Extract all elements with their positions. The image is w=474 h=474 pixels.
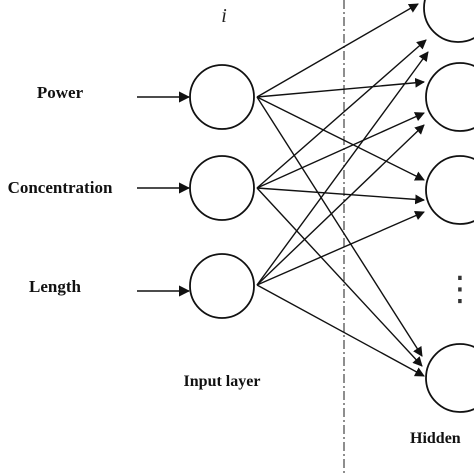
input-label-concentration: Concentration: [8, 178, 113, 197]
connection-arrows: [256, 3, 429, 377]
connection-arrow: [256, 96, 425, 181]
hidden-ellipsis: ⋮: [443, 269, 474, 309]
connection-arrow: [256, 187, 425, 205]
connection-arrow: [256, 124, 425, 286]
connection-arrow: [256, 77, 425, 98]
hidden-node-3: [425, 155, 474, 225]
input-label-power: Power: [37, 83, 84, 102]
hidden-node-2: [425, 62, 474, 132]
connection-arrow: [256, 187, 423, 367]
hidden-layer-label: Hidden: [410, 430, 461, 447]
connection-arrow: [256, 51, 429, 286]
input-node-concentration: [189, 155, 255, 221]
connection-arrow: [256, 211, 425, 286]
connection-arrow: [256, 39, 427, 189]
input-layer-label: Input layer: [184, 373, 261, 390]
input-node-power: [189, 64, 255, 130]
connection-arrow: [256, 112, 425, 189]
hidden-node-1: [423, 0, 474, 43]
input-node-length: [189, 253, 255, 319]
layer-index-label: i: [221, 5, 227, 27]
connection-arrow: [256, 3, 419, 98]
connection-arrow: [256, 96, 423, 357]
connection-arrow: [256, 284, 425, 377]
input-label-length: Length: [29, 277, 82, 296]
hidden-node-4: [425, 343, 474, 413]
